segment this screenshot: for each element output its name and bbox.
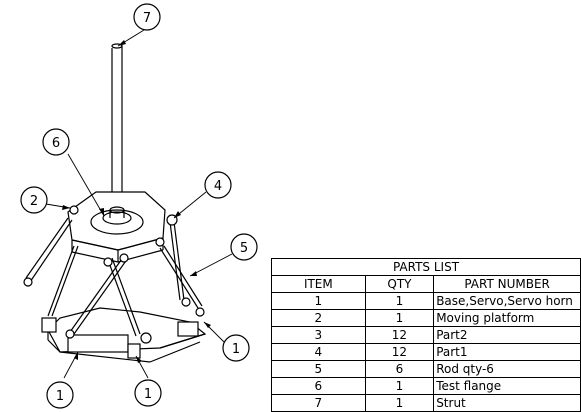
balloon-2: 2 — [20, 186, 48, 214]
table-row: 2 1 Moving platform — [271, 309, 581, 327]
vertical-rod — [111, 43, 123, 210]
cell-qty: 12 — [364, 326, 435, 344]
cell-item: 5 — [271, 360, 366, 378]
cell-part: Rod qty-6 — [433, 360, 581, 378]
svg-text:5: 5 — [240, 241, 248, 256]
leader-arrows — [62, 40, 211, 363]
balloon-5: 5 — [230, 233, 258, 261]
table-row: 4 12 Part1 — [271, 343, 581, 361]
cell-part: Part1 — [433, 343, 581, 361]
cell-qty: 1 — [364, 292, 435, 310]
balloon-1-center: 1 — [134, 379, 162, 407]
parts-list-header-row: ITEM QTY PART NUMBER — [271, 275, 581, 293]
balloon-1-right: 1 — [222, 334, 250, 362]
balloon-1-left: 1 — [46, 381, 74, 409]
cell-part: Moving platform — [433, 309, 581, 327]
cell-qty: 1 — [364, 394, 435, 412]
cell-item: 1 — [271, 292, 366, 310]
struts — [25, 217, 203, 337]
cell-part: Base,Servo,Servo horn — [433, 292, 581, 310]
balloon-4: 4 — [204, 171, 232, 199]
cell-part: Strut — [433, 394, 581, 412]
table-row: 6 1 Test flange — [271, 377, 581, 395]
balloon-6: 6 — [42, 128, 70, 156]
cell-qty: 12 — [364, 343, 435, 361]
cell-part: Part2 — [433, 326, 581, 344]
header-qty: QTY — [364, 275, 435, 293]
header-item: ITEM — [271, 275, 366, 293]
cell-item: 6 — [271, 377, 366, 395]
table-row: 5 6 Rod qty-6 — [271, 360, 581, 378]
svg-text:1: 1 — [144, 387, 152, 402]
svg-text:1: 1 — [56, 389, 64, 404]
base-assembly — [41, 307, 207, 363]
svg-text:4: 4 — [214, 179, 222, 194]
parts-list-table: PARTS LIST ITEM QTY PART NUMBER 1 1 Base… — [271, 258, 581, 412]
cell-qty: 1 — [364, 309, 435, 327]
balloon-7: 7 — [133, 3, 161, 31]
table-row: 3 12 Part2 — [271, 326, 581, 344]
cell-item: 2 — [271, 309, 366, 327]
svg-text:1: 1 — [232, 342, 240, 357]
svg-text:7: 7 — [143, 11, 151, 26]
header-part-number: PART NUMBER — [433, 275, 581, 293]
cell-qty: 6 — [364, 360, 435, 378]
cell-item: 4 — [271, 343, 366, 361]
svg-text:6: 6 — [52, 136, 60, 151]
table-row: 7 1 Strut — [271, 394, 581, 412]
cell-qty: 1 — [364, 377, 435, 395]
cell-part: Test flange — [433, 377, 581, 395]
cell-item: 3 — [271, 326, 366, 344]
parts-list-title: PARTS LIST — [271, 258, 581, 276]
parts-list-title-row: PARTS LIST — [271, 258, 581, 276]
svg-text:2: 2 — [30, 194, 38, 209]
ball-joints — [23, 205, 205, 344]
cell-item: 7 — [271, 394, 366, 412]
table-row: 1 1 Base,Servo,Servo horn — [271, 292, 581, 310]
